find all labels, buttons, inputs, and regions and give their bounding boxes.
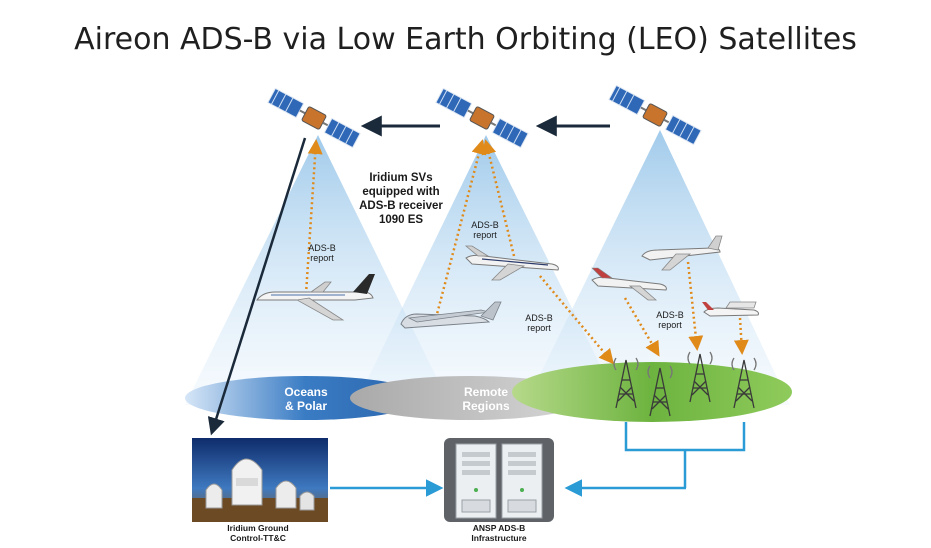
aircraft-jet-right-high [641,235,723,271]
ground-tower-4 [731,357,757,409]
label-report-mid-line2: report [473,230,497,240]
aircraft-bizjet-mid [464,245,559,281]
label-iridium-svs-line3: ADS-B receiver [359,200,443,212]
label-iridium-svs-line2: equipped with [362,186,439,198]
label-iridium-svs-line1: Iridium SVs [369,172,432,184]
tower-network-bracket [624,422,746,452]
adsb-report-arrow-right-a [623,297,660,357]
satellite-left [267,87,361,149]
label-report-left-line1: ADS-B [308,243,336,253]
aircraft-cargo-mid [400,301,502,329]
label-oceans-line1: Oceans [284,385,328,399]
label-report-right-line2: report [658,320,682,330]
coverage-cone-right [525,130,790,405]
aircraft-jet-right-low [591,267,667,301]
ansp-server-image [444,438,554,522]
satellite-right [608,84,702,146]
adsb-report-arrow-to-tower [539,275,614,365]
label-remote-line1: Remote [464,385,508,399]
region-oceans-polar [185,376,425,420]
aircraft-airliner-left [255,274,375,321]
aircraft-small-plane-right [702,301,759,317]
region-land [512,362,792,422]
ground-control-station-image [192,438,328,522]
satellite-middle [435,87,529,149]
label-report-mid-line1: ADS-B [471,220,499,230]
label-ground-control-line2: Control-TT&C [230,533,286,543]
adsb-report-arrow-right-c [733,317,749,355]
label-report-mid2-line1: ADS-B [525,313,553,323]
ground-tower-1 [613,357,639,409]
label-remote-line2: Regions [462,399,510,413]
label-report-left-line2: report [310,253,334,263]
ground-tower-2 [647,365,673,417]
adsb-report-arrow-middle-a [434,139,487,319]
label-report-right-line1: ADS-B [656,310,684,320]
downlink-arrow-to-ground-control [207,137,307,436]
label-report-mid2-line2: report [527,323,551,333]
coverage-cone-left [185,135,450,405]
page-title: Aireon ADS-B via Low Earth Orbiting (LEO… [74,22,857,57]
label-ansp-line1: ANSP ADS-B [473,523,525,533]
label-iridium-svs-line4: 1090 ES [379,214,423,226]
label-ground-control-line1: Iridium Ground [227,523,288,533]
coverage-cone-middle [355,135,620,405]
label-oceans-line2: & Polar [285,399,327,413]
adsb-report-arrow-left [304,139,323,295]
label-ansp-line2: Infrastructure [471,533,527,543]
ground-tower-3 [687,351,713,403]
